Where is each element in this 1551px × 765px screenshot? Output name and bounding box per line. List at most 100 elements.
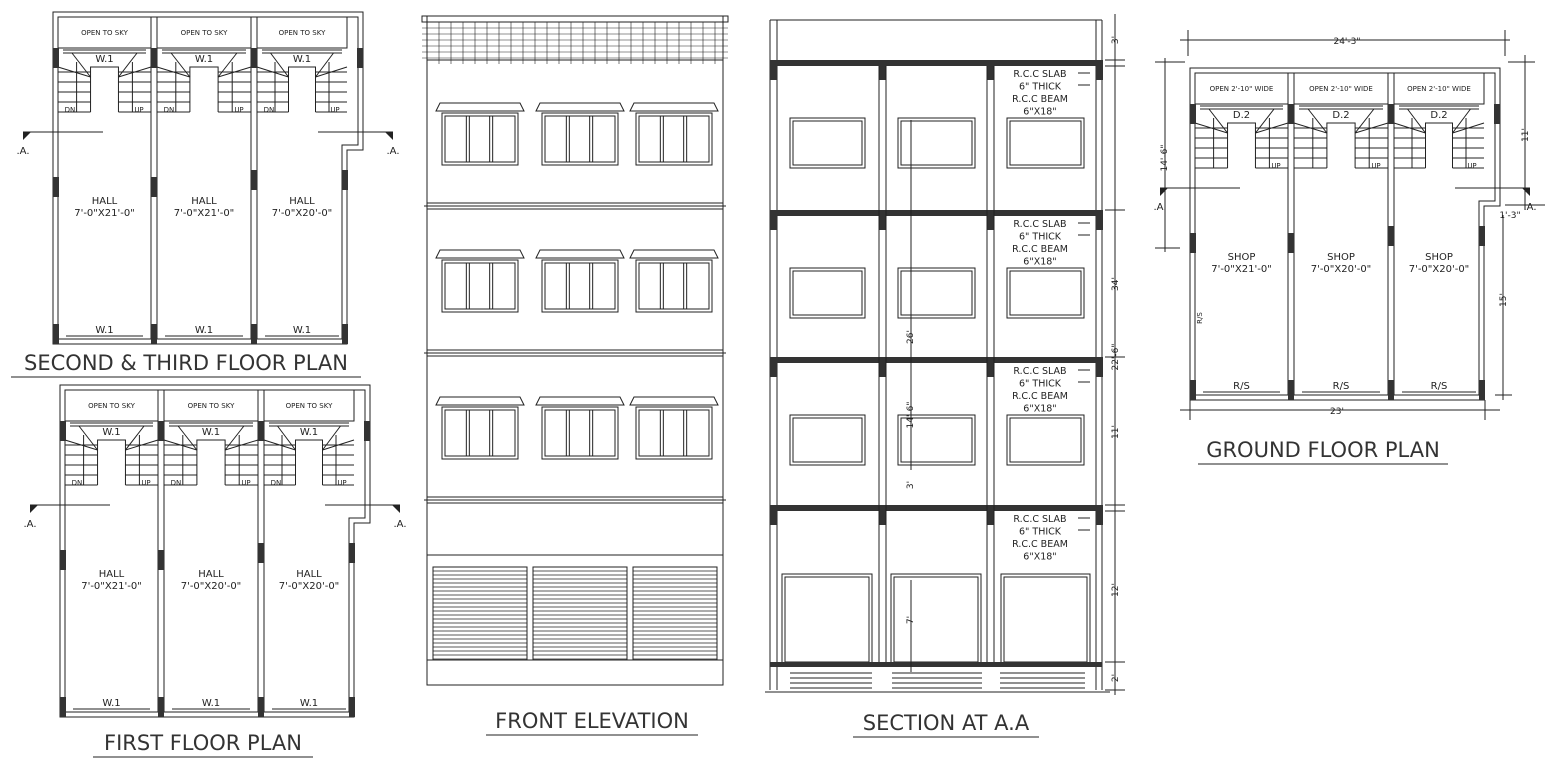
rcc-slab [770, 505, 1102, 511]
open-area [1194, 72, 1289, 105]
column [1288, 380, 1294, 400]
open-area-label: OPEN TO SKY [286, 402, 333, 410]
window-frame-inner [544, 409, 616, 457]
line [78, 425, 98, 451]
line [71, 52, 91, 78]
open-area [256, 16, 348, 49]
dim-right-top: 11' [1521, 128, 1531, 142]
window-opening-inner [900, 270, 973, 316]
line [125, 425, 145, 451]
rolling-shutter [532, 566, 628, 661]
window-frame [635, 259, 713, 313]
window-opening [1006, 267, 1085, 319]
column [258, 697, 264, 717]
window-label: W.1 [95, 54, 113, 65]
window-chajja [535, 396, 625, 406]
section-mark-right: .A. [1523, 202, 1536, 213]
line [1194, 122, 1228, 134]
room-size: 7'-0"X20'-0" [272, 208, 333, 219]
window-chajja [435, 249, 525, 259]
line [224, 439, 259, 451]
line [263, 439, 296, 451]
column [1388, 380, 1394, 400]
section-arrow-icon [385, 132, 393, 140]
open-area-label: OPEN TO SKY [88, 402, 135, 410]
window-opening-inner [1009, 120, 1082, 166]
line [277, 425, 296, 451]
section-title: SECTION AT A.A [863, 711, 1030, 735]
open-area-label: OPEN 2'-10" WIDE [1407, 85, 1471, 93]
slab-note: 6" THICK [1019, 379, 1062, 390]
section-arrow-icon [392, 505, 400, 513]
up-label: UP [141, 479, 150, 487]
slab-note: 6"X18" [1023, 257, 1056, 268]
line [64, 439, 98, 451]
bottom-opening-label: W.1 [102, 698, 120, 709]
plinth [770, 662, 1102, 667]
window-frame [441, 259, 519, 313]
rcc-slab [770, 357, 1102, 363]
line [315, 66, 348, 78]
section-arrow-icon [30, 505, 38, 513]
door-opening-inner [1003, 576, 1088, 663]
line [1354, 108, 1375, 134]
open-area-label: OPEN TO SKY [279, 29, 326, 37]
line [1354, 122, 1389, 134]
bottom-opening-label: W.1 [95, 325, 113, 336]
line [322, 439, 355, 451]
column [364, 421, 370, 441]
window-opening [1006, 117, 1085, 169]
slab-note: 6"X18" [1023, 107, 1056, 118]
stair-landing [196, 439, 226, 485]
rcc-slab [770, 210, 1102, 216]
window-frame [541, 112, 619, 166]
room-size: 7'-0"X20'-0" [279, 581, 340, 592]
dim-right: 2' [1111, 674, 1121, 682]
up-label: UP [330, 106, 339, 114]
dim-right: 12' [1111, 583, 1121, 597]
column [53, 48, 59, 68]
door-opening [890, 573, 982, 665]
window-frame [635, 112, 713, 166]
up-label: UP [241, 479, 250, 487]
room-size: 7'-0"X21'-0" [74, 208, 135, 219]
bottom-opening-label: R/S [1431, 381, 1448, 392]
column [349, 697, 355, 717]
down-label: DN [171, 479, 182, 487]
window-opening-inner [900, 120, 973, 166]
window-label: W.1 [102, 427, 120, 438]
line [256, 66, 289, 78]
window-opening [897, 267, 976, 319]
rcc-beam [1096, 357, 1103, 377]
column [1288, 233, 1294, 253]
line [1255, 108, 1275, 134]
line [1307, 108, 1328, 134]
dim-right: 11' [1111, 425, 1121, 439]
column [1190, 380, 1196, 400]
line [177, 425, 198, 451]
line [1452, 122, 1485, 134]
up-label: UP [1371, 162, 1380, 170]
bottom-opening-label: W.1 [293, 325, 311, 336]
open-area-label: OPEN TO SKY [81, 29, 128, 37]
bottom-opening-label: W.1 [195, 325, 213, 336]
dim-right-bottom: 15' [1499, 293, 1509, 307]
line [118, 52, 138, 78]
slab-note: 6" THICK [1019, 82, 1062, 93]
room-name: HALL [296, 569, 322, 580]
window-frame [635, 406, 713, 460]
column [251, 324, 257, 344]
line [217, 66, 252, 78]
slab-note: R.C.C SLAB [1013, 69, 1066, 80]
slab-note: R.C.C BEAM [1012, 391, 1068, 402]
slab-note: R.C.C BEAM [1012, 539, 1068, 550]
rcc-beam [879, 210, 886, 230]
ground-plan-dimensions: 24'-3"23'14'-6"11'15'1'-3" [1155, 30, 1545, 420]
bottom-opening-label: W.1 [300, 698, 318, 709]
dim-center: 3' [906, 481, 916, 489]
column [158, 697, 164, 717]
window-label: W.1 [202, 427, 220, 438]
